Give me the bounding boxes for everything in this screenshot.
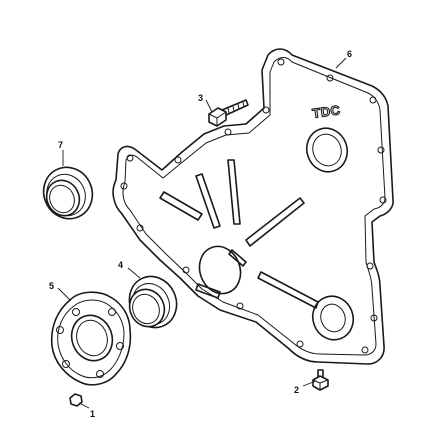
callout-1: 1 [90,409,95,419]
callout-5: 5 [49,281,54,291]
leader-2 [302,380,317,387]
callout-6: 6 [347,49,352,59]
housing-bolt-hole [62,360,70,368]
callout-7: 7 [58,140,63,150]
leader-4 [127,267,141,279]
leader-5 [57,287,71,301]
callout-4: 4 [118,260,123,270]
cover-ribs [159,159,319,309]
tdc-marking: TDC [311,102,341,121]
bolt-hole [126,154,134,162]
oil-seal [42,166,94,220]
bolt-hole [136,224,144,232]
cover-seal-bore [305,127,349,173]
bolt-hole [379,196,387,204]
cover-bolt-holes [120,58,387,354]
bolt-hole [236,302,244,310]
bolt-hole [366,262,374,270]
bolt-hole [182,266,190,274]
nut [69,393,83,407]
housing-bore [70,314,114,362]
housing-bolt-hole [56,326,64,334]
bolt-hole [277,58,285,66]
housing-rim [57,299,125,379]
cover-lower-boss [311,295,355,341]
bolt-hole [296,340,304,348]
housing-bolt-hole [116,342,124,350]
bolt-hole [174,156,182,164]
bolt-hole [361,346,369,354]
housing-bolt-hole [96,370,104,378]
bolt-upper-head [208,107,227,127]
bolt-hole [369,96,377,104]
bolt-hole [370,314,378,322]
wear-sleeve [128,275,178,329]
bolt-hole [120,182,128,190]
callout-3: 3 [198,93,203,103]
bolt-lower [312,369,329,391]
callout-leaders [57,57,347,409]
housing-outer [50,291,132,386]
callout-2: 2 [294,385,299,395]
housing-bolt-hole [72,308,80,316]
callout-labels: 1 2 3 4 5 6 7 [49,49,352,419]
timing-cover: TDC [112,48,394,365]
cover-inner-flange [122,57,386,356]
leader-3 [205,99,213,113]
bolt-upper [208,99,249,127]
bolt-hole [326,74,334,82]
seal-housing [50,291,132,386]
leader-1 [78,402,90,409]
housing-bolt-hole [108,308,116,316]
bolt-hole [224,128,232,136]
bolt-hole [262,106,270,114]
leader-6 [335,57,347,69]
bolt-hole [377,146,385,154]
